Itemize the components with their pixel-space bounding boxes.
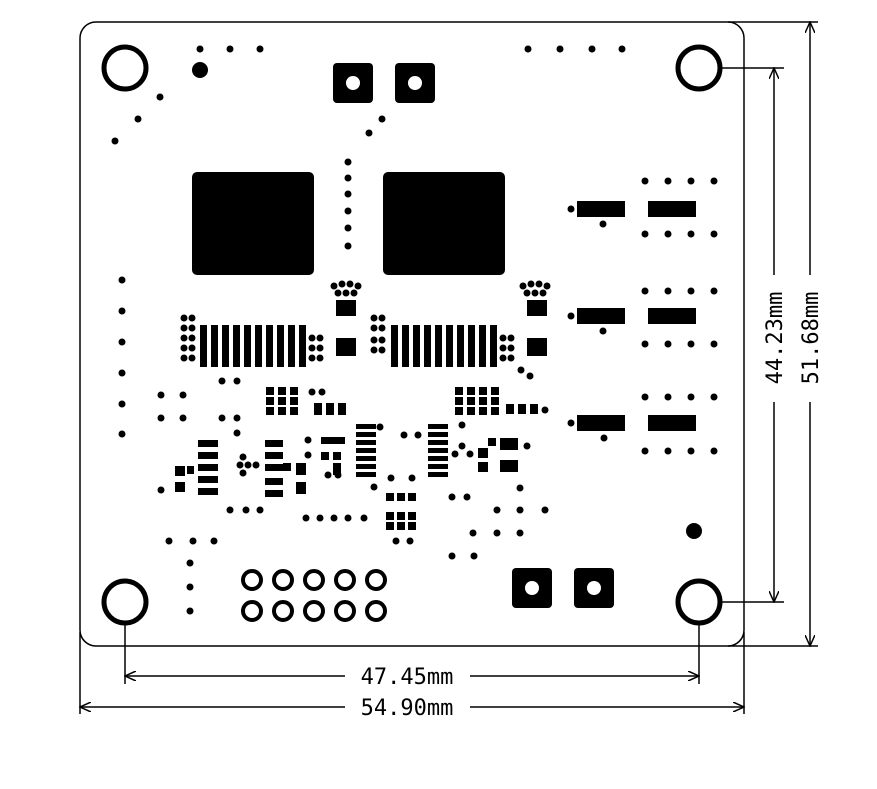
square-pads-bottom — [512, 568, 614, 608]
qfn-right — [383, 172, 505, 275]
hole-spacing-vertical-label: 44.23mm — [763, 292, 788, 385]
dimension-hole-spacing-vertical: 44.23mm — [721, 68, 788, 602]
mounting-hole-top-left — [101, 44, 149, 92]
dimension-board-height: 51.68mm — [728, 22, 824, 646]
connector-side-pads — [330, 280, 551, 380]
fine-pitch-connector-right — [370, 314, 515, 367]
central-component-pads — [175, 387, 538, 530]
board-height-label: 51.68mm — [799, 292, 824, 385]
mounting-hole-top-right — [675, 44, 723, 92]
qfn-packages — [192, 172, 505, 275]
square-pads-top — [333, 63, 435, 103]
header-pads — [241, 569, 387, 622]
fiducials — [192, 62, 702, 539]
fine-pitch-connector-left — [180, 314, 324, 367]
board-width-label: 54.90mm — [361, 696, 454, 721]
right-component-rows — [567, 177, 718, 455]
vias — [111, 45, 626, 615]
dimension-board-width: 54.90mm — [80, 632, 744, 721]
qfn-left — [192, 172, 314, 275]
dimension-hole-spacing-horizontal: 47.45mm — [125, 624, 699, 690]
mounting-holes — [101, 44, 723, 626]
mounting-hole-bottom-right — [675, 578, 723, 626]
hole-spacing-horizontal-label: 47.45mm — [361, 665, 454, 690]
mounting-hole-bottom-left — [101, 578, 149, 626]
board-outline — [79, 21, 745, 647]
